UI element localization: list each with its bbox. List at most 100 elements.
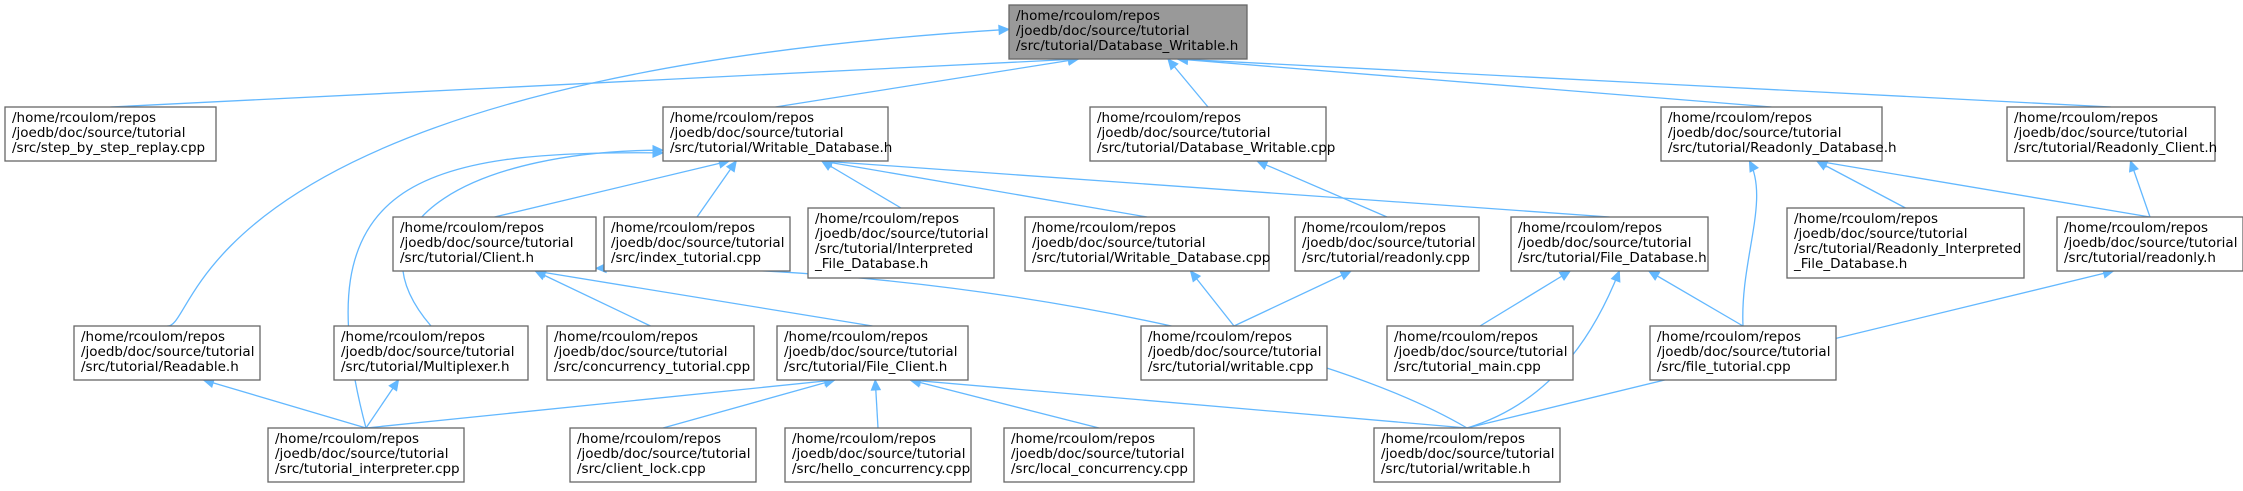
node-box xyxy=(4,106,217,162)
arrowhead-writable_cpp-to-readonly_cpp xyxy=(1339,270,1353,281)
edge-readable_h-to-root xyxy=(166,28,1010,327)
node-box xyxy=(267,427,465,483)
node-file-db-h[interactable]: /home/rcoulom/repos/joedb/doc/source/tut… xyxy=(1510,216,1709,272)
node-box xyxy=(784,427,972,483)
arrowhead-hello_concurrency-to-file_client_h xyxy=(870,378,882,391)
arrowhead-readonly_h-to-readonly_client_h xyxy=(2128,159,2139,173)
node-label-line: /joedb/doc/source/tutorial xyxy=(1668,125,1841,141)
node-label-line: /joedb/doc/source/tutorial xyxy=(577,446,750,462)
node-local-concurrency[interactable]: /home/rcoulom/repos/joedb/doc/source/tut… xyxy=(1003,427,1195,483)
node-label-line: /src/tutorial/Readonly_Interpreted xyxy=(1794,241,2021,257)
arrowhead-writable_h-to-file_db_h xyxy=(1610,269,1621,283)
node-label-line: /src/tutorial/Database_Writable.cpp xyxy=(1097,140,1335,156)
node-label-line: /joedb/doc/source/tutorial xyxy=(1016,23,1189,39)
node-writable-h[interactable]: /home/rcoulom/repos/joedb/doc/source/tut… xyxy=(1373,427,1561,483)
node-readable-h[interactable]: /home/rcoulom/repos/joedb/doc/source/tut… xyxy=(73,325,261,381)
node-label-line: /src/tutorial/writable.h xyxy=(1381,461,1530,477)
node-label-line: /home/rcoulom/repos xyxy=(784,329,928,345)
node-label-line: /joedb/doc/source/tutorial xyxy=(1032,235,1205,251)
node-label-line: /src/client_lock.cpp xyxy=(577,461,706,477)
node-label-line: /home/rcoulom/repos xyxy=(1011,431,1155,447)
node-box xyxy=(392,216,597,272)
node-readonly-db-h[interactable]: /home/rcoulom/repos/joedb/doc/source/tut… xyxy=(1660,106,1897,162)
edge-file_tutorial-to-readonly_db_h xyxy=(1742,160,1758,327)
node-label-line: /joedb/doc/source/tutorial xyxy=(400,235,573,251)
node-label-line: /home/rcoulom/repos xyxy=(1032,220,1176,236)
node-label-line: /joedb/doc/source/tutorial xyxy=(554,344,727,360)
node-label-line: /joedb/doc/source/tutorial xyxy=(341,344,514,360)
node-box xyxy=(1024,216,1270,272)
node-concurrency-tutorial[interactable]: /home/rcoulom/repos/joedb/doc/source/tut… xyxy=(546,325,755,381)
node-box xyxy=(1008,4,1248,60)
node-readonly-cpp[interactable]: /home/rcoulom/repos/joedb/doc/source/tut… xyxy=(1294,216,1480,272)
arrowhead-tutorial_interpreter-to-writable_db_h xyxy=(652,147,665,159)
node-file-tutorial[interactable]: /home/rcoulom/repos/joedb/doc/source/tut… xyxy=(1649,325,1837,381)
node-tutorial-main[interactable]: /home/rcoulom/repos/joedb/doc/source/tut… xyxy=(1386,325,1574,381)
edge-concurrency_tutorial-to-client_h xyxy=(534,270,651,327)
node-file-client-h[interactable]: /home/rcoulom/repos/joedb/doc/source/tut… xyxy=(776,325,969,381)
node-interp-file-db-h[interactable]: /home/rcoulom/repos/joedb/doc/source/tut… xyxy=(807,207,995,279)
node-step-replay[interactable]: /home/rcoulom/repos/joedb/doc/source/tut… xyxy=(4,106,217,162)
node-readonly-client-h[interactable]: /home/rcoulom/repos/joedb/doc/source/tut… xyxy=(2006,106,2217,162)
node-label-line: /home/rcoulom/repos xyxy=(341,329,485,345)
node-label-line: /joedb/doc/source/tutorial xyxy=(1381,446,1554,462)
node-hello-concurrency[interactable]: /home/rcoulom/repos/joedb/doc/source/tut… xyxy=(784,427,972,483)
edge-readonly_cpp-to-db_writable_cpp xyxy=(1256,160,1388,218)
node-label-line: /home/rcoulom/repos xyxy=(792,431,936,447)
node-box xyxy=(1089,106,1327,162)
node-label-line: /home/rcoulom/repos xyxy=(400,220,544,236)
node-label-line: /home/rcoulom/repos xyxy=(815,211,959,227)
node-label-line: /src/tutorial/Readonly_Client.h xyxy=(2014,140,2217,156)
node-label-line: /home/rcoulom/repos xyxy=(12,110,156,126)
node-tutorial-interpreter[interactable]: /home/rcoulom/repos/joedb/doc/source/tut… xyxy=(267,427,465,483)
node-label-line: /joedb/doc/source/tutorial xyxy=(12,125,185,141)
node-label-line: /src/tutorial/writable.cpp xyxy=(1148,359,1313,375)
node-box xyxy=(662,106,889,162)
node-box xyxy=(1373,427,1561,483)
node-label-line: /src/tutorial/Writable_Database.cpp xyxy=(1032,250,1270,266)
node-label-line: /joedb/doc/source/tutorial xyxy=(81,344,254,360)
edge-file_client_h-to-client_h xyxy=(535,270,873,327)
node-writable-cpp[interactable]: /home/rcoulom/repos/joedb/doc/source/tut… xyxy=(1140,325,1328,381)
node-label-line: /src/tutorial/readonly.h xyxy=(2064,250,2216,266)
node-label-line: /home/rcoulom/repos xyxy=(1097,110,1241,126)
node-box xyxy=(603,216,791,272)
node-root[interactable]: /home/rcoulom/repos/joedb/doc/source/tut… xyxy=(1008,4,1248,60)
node-writable-db-cpp[interactable]: /home/rcoulom/repos/joedb/doc/source/tut… xyxy=(1024,216,1270,272)
node-box xyxy=(1386,325,1574,381)
node-label-line: /src/tutorial/Interpreted xyxy=(815,241,973,257)
node-multiplexer-h[interactable]: /home/rcoulom/repos/joedb/doc/source/tut… xyxy=(333,325,529,381)
node-label-line: /src/tutorial/Database_Writable.h xyxy=(1016,38,1238,54)
node-box xyxy=(807,207,995,279)
node-index-tutorial[interactable]: /home/rcoulom/repos/joedb/doc/source/tut… xyxy=(603,216,791,272)
node-box xyxy=(1660,106,1883,162)
node-label-line: /joedb/doc/source/tutorial xyxy=(1302,235,1475,251)
node-ro-interp-file-db-h[interactable]: /home/rcoulom/repos/joedb/doc/source/tut… xyxy=(1786,207,2025,279)
node-label-line: /src/tutorial/Writable_Database.h xyxy=(670,140,892,156)
node-readonly-h[interactable]: /home/rcoulom/repos/joedb/doc/source/tut… xyxy=(2056,216,2243,272)
node-box xyxy=(2056,216,2243,272)
node-db-writable-cpp[interactable]: /home/rcoulom/repos/joedb/doc/source/tut… xyxy=(1089,106,1335,162)
node-label-line: /src/step_by_step_replay.cpp xyxy=(12,140,205,156)
node-label-line: /home/rcoulom/repos xyxy=(554,329,698,345)
node-label-line: /joedb/doc/source/tutorial xyxy=(1148,344,1321,360)
node-label-line: /home/rcoulom/repos xyxy=(1668,110,1812,126)
node-box xyxy=(1510,216,1709,272)
node-client-h[interactable]: /home/rcoulom/repos/joedb/doc/source/tut… xyxy=(392,216,597,272)
node-label-line: /src/tutorial/Readable.h xyxy=(81,359,239,375)
edge-interp_file_db_h-to-writable_db_h xyxy=(821,160,902,209)
edge-file_tutorial-to-file_db_h xyxy=(1648,270,1744,327)
node-label-line: /joedb/doc/source/tutorial xyxy=(1394,344,1567,360)
node-box xyxy=(1294,216,1480,272)
nodes-layer: /home/rcoulom/repos/joedb/doc/source/tut… xyxy=(4,4,2243,483)
edge-tutorial_interpreter-to-readable_h xyxy=(203,379,367,429)
node-writable-db-h[interactable]: /home/rcoulom/repos/joedb/doc/source/tut… xyxy=(662,106,892,162)
node-label-line: /home/rcoulom/repos xyxy=(1302,220,1446,236)
node-client-lock[interactable]: /home/rcoulom/repos/joedb/doc/source/tut… xyxy=(569,427,757,483)
arrowhead-readonly_cpp-to-db_writable_cpp xyxy=(1255,160,1269,170)
node-label-line: /src/file_tutorial.cpp xyxy=(1657,359,1791,375)
node-label-line: /joedb/doc/source/tutorial xyxy=(2064,235,2237,251)
edge-writable_h-to-file_client_h xyxy=(910,379,1468,429)
node-label-line: /src/tutorial_interpreter.cpp xyxy=(275,461,460,477)
